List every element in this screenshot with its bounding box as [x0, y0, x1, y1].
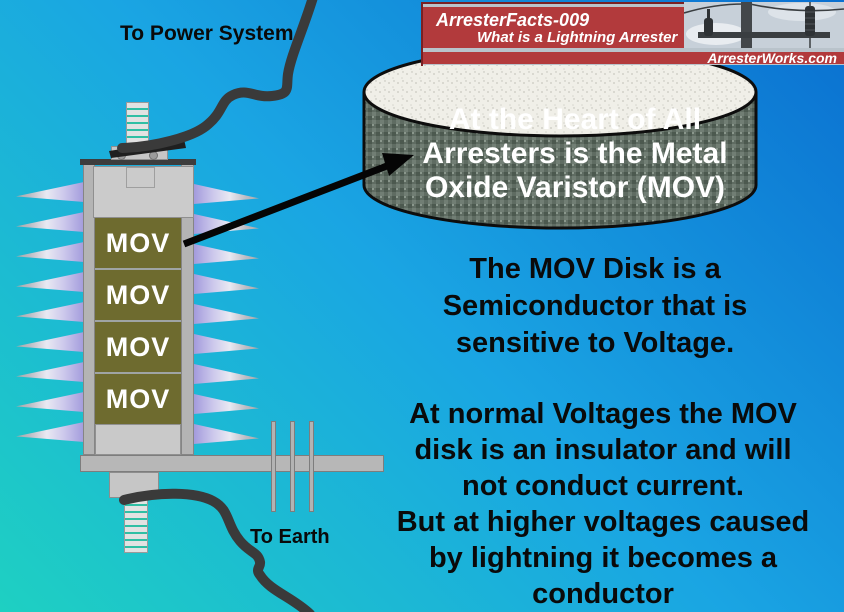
ground-terminal-clamp — [109, 472, 159, 498]
clamp-bolt — [117, 151, 126, 160]
mov-label: MOV — [105, 279, 171, 310]
shed-fin — [194, 304, 259, 324]
voltage-behavior-callout: At normal Voltages the MOV disk is an in… — [383, 396, 823, 612]
semiconductor-callout-line: sensitive to Voltage. — [455, 327, 735, 359]
shed-fin — [194, 394, 259, 414]
header-top-rule — [423, 2, 684, 4]
shed-fin — [16, 302, 84, 322]
voltage-behavior-line: disk is an insulator and will — [414, 434, 792, 466]
top-threaded-stud — [126, 102, 149, 147]
voltage-behavior-line: conductor — [532, 578, 674, 610]
cylinder-caption-line: Oxide Varistor (MOV) — [425, 171, 725, 204]
mounting-bracket — [80, 455, 384, 472]
mov-label: MOV — [105, 331, 171, 362]
header-title: ArresterFacts-009 — [436, 10, 590, 30]
shed-fin — [194, 364, 259, 384]
shed-fin — [16, 212, 84, 232]
shed-fin — [194, 334, 259, 354]
bracket-pin — [290, 421, 295, 512]
header-silver-rule — [423, 4, 684, 7]
header-main-row: ArresterFacts-009 What is a Lightning Ar… — [423, 2, 844, 48]
cylinder-caption-line: Arresters is the Metal — [422, 137, 727, 170]
shed-fin — [16, 392, 84, 412]
ground-threaded-stud — [124, 498, 148, 553]
shed-fin — [16, 272, 84, 292]
mov-label: MOV — [105, 227, 171, 258]
clamp-marker — [130, 149, 144, 151]
voltage-behavior-line: At normal Voltages the MOV — [409, 398, 797, 430]
shed-fin — [16, 422, 84, 442]
photo-arrester-right — [805, 6, 815, 36]
arrester-cap — [93, 166, 194, 218]
header-site-bar: ArresterWorks.com — [423, 49, 844, 66]
semiconductor-callout-line: The MOV Disk is a — [469, 253, 721, 285]
shed-fin — [194, 274, 259, 294]
photo-crossarm — [698, 32, 830, 38]
header-subtitle: What is a Lightning Arrester — [477, 29, 678, 46]
top-plate — [80, 159, 196, 165]
shed-fin — [16, 362, 84, 382]
mov-block: MOV — [95, 270, 181, 320]
cap-notch — [126, 167, 155, 188]
bracket-pin — [271, 421, 276, 512]
shed-fin — [16, 242, 84, 262]
voltage-behavior-line: by lightning it becomes a — [428, 542, 778, 574]
arrester-photo — [684, 2, 844, 48]
mov-block: MOV — [95, 218, 181, 268]
semiconductor-callout: The MOV Disk is a Semiconductor that is … — [425, 251, 765, 362]
semiconductor-callout-line: Semiconductor that is — [442, 290, 748, 322]
header-banner: ArresterFacts-009 What is a Lightning Ar… — [421, 2, 844, 66]
site-label: ArresterWorks.com — [707, 49, 837, 66]
mov-block: MOV — [95, 322, 181, 372]
header-divider — [423, 48, 844, 52]
bracket-pin — [309, 421, 314, 512]
photo-pole — [741, 2, 752, 48]
voltage-behavior-line: But at higher voltages caused — [396, 506, 810, 538]
mov-disk-cylinder: At the Heart of All Arresters is the Met… — [362, 46, 758, 230]
shed-fin — [194, 184, 259, 204]
cylinder-caption-line: At the Heart of All — [449, 103, 701, 136]
mov-label: MOV — [105, 383, 171, 414]
header-title-panel: ArresterFacts-009 What is a Lightning Ar… — [423, 2, 684, 48]
photo-arrester-left — [704, 18, 713, 36]
shed-fin — [194, 214, 259, 234]
voltage-behavior-line: not conduct current. — [462, 470, 744, 502]
shed-fin — [16, 182, 84, 202]
arrester-base-segment — [95, 424, 181, 455]
shed-fin — [194, 244, 259, 264]
mov-stack: MOV MOV MOV MOV — [95, 218, 181, 424]
shed-fin — [194, 424, 259, 444]
clamp-bolt — [149, 151, 158, 160]
shed-fin — [16, 332, 84, 352]
mov-block: MOV — [95, 374, 181, 424]
